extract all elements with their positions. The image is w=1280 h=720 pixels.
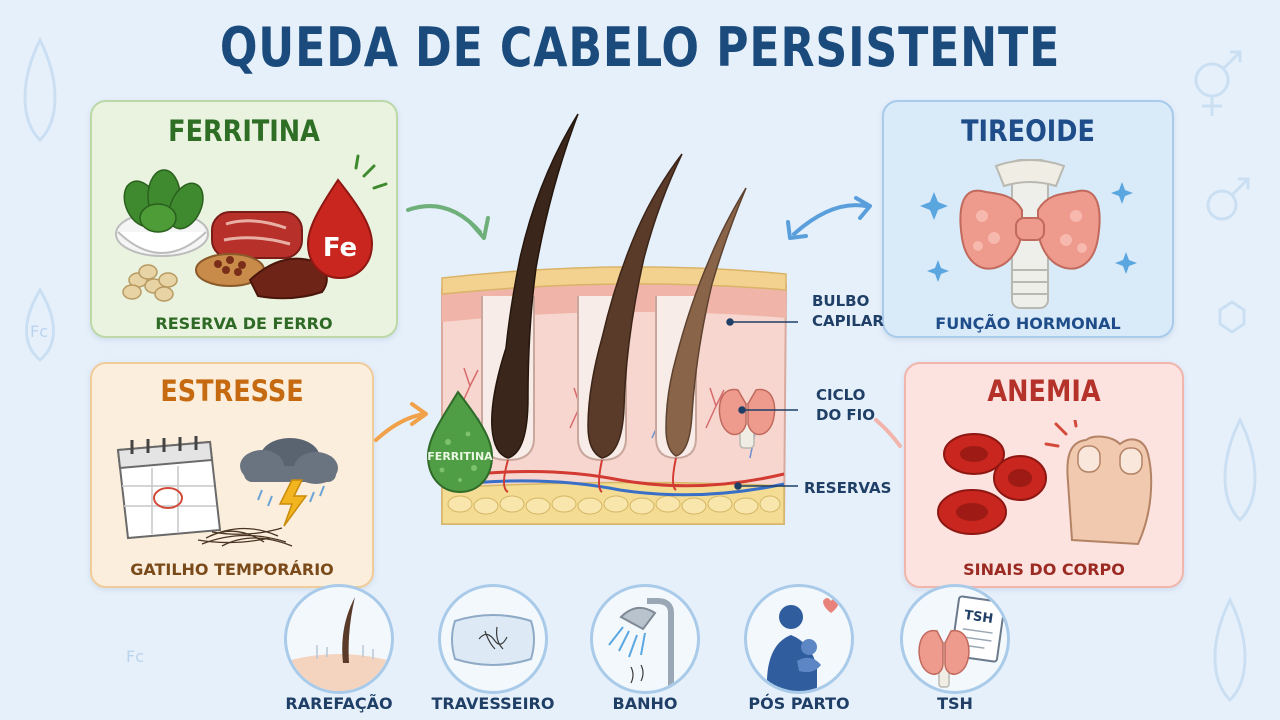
label-line: DO FIO	[816, 406, 876, 424]
label-line: CAPILAR	[812, 312, 884, 330]
circle-label: RAREFAÇÃO	[285, 694, 393, 713]
label-ciclo-do-fio: CICLO DO FIO	[816, 385, 875, 425]
mini-thyroid-icon	[718, 388, 776, 449]
card-estresse: ESTRESSE GATILHO TEMPORÁRIO	[90, 362, 374, 588]
shower-icon	[608, 598, 674, 691]
ferritin-drop-icon: FERRITINA	[426, 390, 493, 494]
svg-text:Fc: Fc	[126, 647, 144, 666]
blood-cells-icon	[937, 420, 1153, 546]
card-title: ANEMIA	[987, 374, 1101, 408]
tsh-doc-text: TSH	[963, 608, 994, 627]
tsh-report-icon: TSH	[918, 595, 1006, 688]
hair-follicles	[481, 113, 747, 493]
circle-pos-parto	[744, 584, 854, 694]
card-subtitle: FUNÇÃO HORMONAL	[935, 314, 1121, 333]
page-title: QUEDA DE CABELO PERSISTENTE	[219, 16, 1061, 79]
circle-label: PÓS PARTO	[748, 694, 850, 713]
circle-tsh: TSH	[900, 584, 1010, 694]
hair-thinning-icon	[287, 597, 391, 691]
label-bulbo-capilar: BULBO CAPILAR	[812, 291, 884, 331]
circle-banho	[590, 584, 700, 694]
label-line: CICLO	[816, 386, 866, 404]
card-subtitle: RESERVA DE FERRO	[155, 314, 333, 333]
card-title: ESTRESSE	[160, 374, 304, 408]
card-anemia: ANEMIA SINAIS DO CORPO	[904, 362, 1184, 588]
pillow-icon	[451, 614, 535, 666]
ferritin-drop-label: FERRITINA	[427, 450, 493, 463]
card-title: FERRITINA	[168, 114, 320, 148]
mother-baby-icon	[766, 598, 839, 691]
circle-label: TSH	[937, 694, 973, 713]
svg-text:Fc: Fc	[30, 322, 48, 341]
circle-rarefacao	[284, 584, 394, 694]
circle-label: TRAVESSEIRO	[431, 694, 555, 713]
card-title: TIREOIDE	[961, 114, 1095, 148]
circle-label: BANHO	[612, 694, 678, 713]
scalp-cross-section: FERRITINA	[426, 113, 798, 525]
thyroid-icon	[920, 159, 1137, 309]
card-subtitle: GATILHO TEMPORÁRIO	[130, 560, 334, 579]
label-line: BULBO	[812, 292, 870, 310]
iron-badge: Fe	[323, 233, 357, 263]
card-tireoide: TIREOIDE FUNÇÃO HORMONAL	[882, 100, 1174, 338]
stress-icon	[116, 436, 338, 547]
card-subtitle: SINAIS DO CORPO	[963, 560, 1125, 579]
label-reservas: RESERVAS	[804, 479, 892, 497]
circle-travesseiro	[438, 584, 548, 694]
card-ferritina: FERRITINA Fe RESERVA DE FERRO	[90, 100, 398, 338]
iron-foods-icon: Fe	[115, 154, 388, 302]
